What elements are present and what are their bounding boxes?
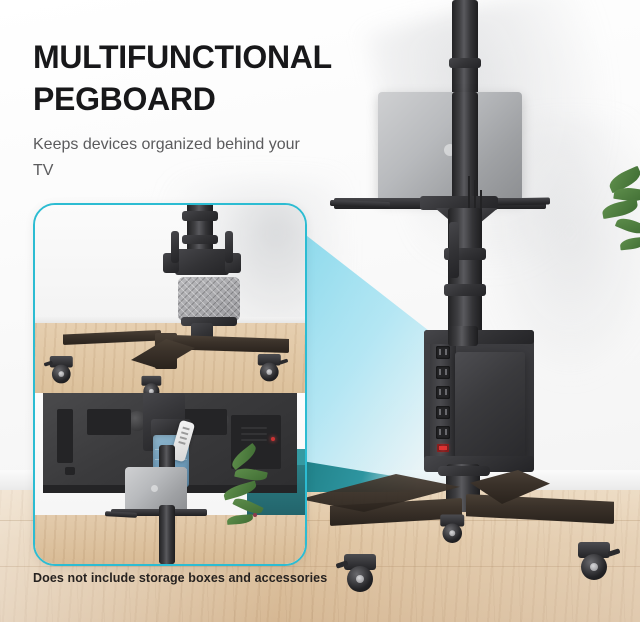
page-title: MULTIFUNCTIONAL PEGBOARD (33, 36, 433, 120)
caster-wheel (578, 540, 621, 580)
power-strip (430, 340, 456, 460)
power-indicator-light (437, 444, 449, 452)
houseplant (222, 442, 269, 537)
houseplant (600, 165, 640, 298)
disclaimer-text: Does not include storage boxes and acces… (33, 571, 328, 585)
product-detail-callout (33, 203, 307, 566)
floor-plank-seam (0, 520, 640, 521)
callout-top-scene (35, 205, 305, 393)
floor-plank-seam (0, 566, 640, 567)
pegboard-pad (178, 277, 240, 321)
callout-bottom-scene (35, 393, 305, 564)
headline-line-2: PEGBOARD (33, 81, 216, 117)
tv-power-led (271, 437, 275, 441)
media-device-box (455, 352, 525, 458)
caster-wheel (440, 513, 466, 543)
laptop (378, 92, 522, 200)
subheading: Keeps devices organized behind your TV (33, 136, 300, 179)
headline-line-1: MULTIFUNCTIONAL (33, 39, 332, 75)
caster-wheel (335, 552, 378, 592)
